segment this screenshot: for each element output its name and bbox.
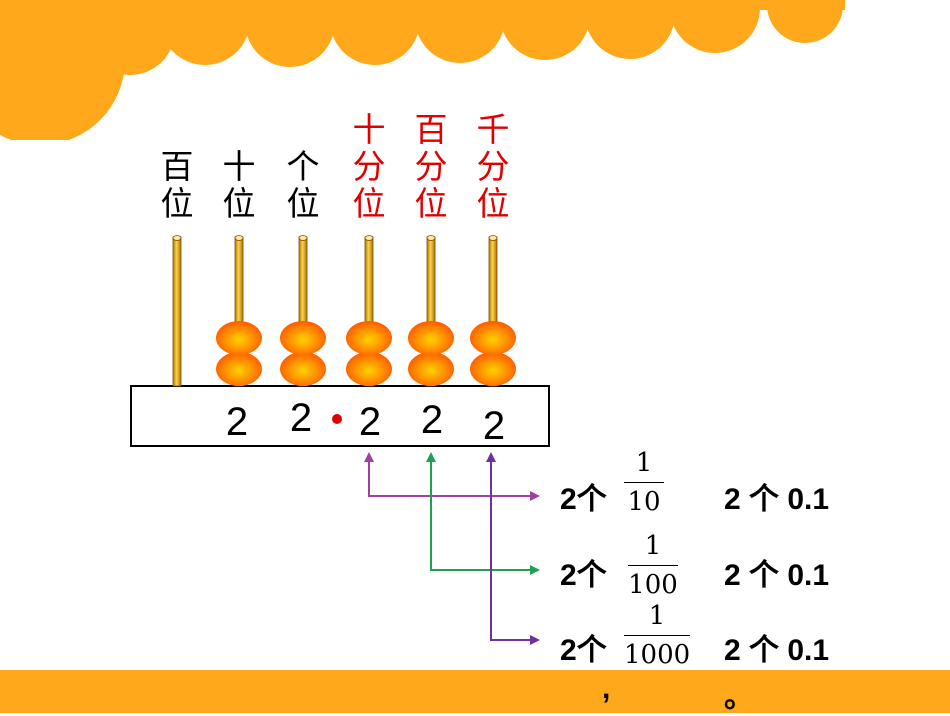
digit-hundreds: 2 [225,400,249,444]
place-label-3: 十分位 [349,111,389,222]
row2-count: 2个 [560,559,607,592]
digit-hundredths: 2 [420,398,444,442]
decimal-point [332,414,342,424]
place-label-1: 十位 [219,148,259,222]
row1-fraction: 1 10 [624,448,664,517]
rod-cap [364,235,374,241]
arrowhead-right [530,491,540,501]
place-label-5: 千分位 [473,111,513,222]
rod-cap [298,235,308,241]
place-label-4: 百分位 [411,111,451,222]
place-label-2: 个位 [283,148,323,222]
row2-decimal-text: 2 个 0.1 [724,559,830,592]
row1-count: 2个 [560,483,607,516]
row1-decimal-text: 2 个 0.1 [724,483,830,516]
arrowhead-right [530,565,540,575]
connector-arrow-3 [490,460,532,641]
place-label-char: 位 [286,184,320,223]
place-label-char: 个 [286,147,320,186]
place-label-char: 百 [414,110,448,149]
arrowhead-up [364,452,374,462]
row2-fraction: 1 100 [628,531,678,600]
rod-cap [426,235,436,241]
place-label-char: 分 [414,147,448,186]
bottom-comma: , [602,672,611,705]
place-label-char: 百 [160,147,194,186]
arrowhead-up [426,452,436,462]
bottom-period: 。 [724,681,754,714]
rod-cap [488,235,498,241]
arrowhead-right [530,635,540,645]
place-label-char: 位 [222,184,256,223]
row3-decimal-text: 2 个 0.1 [724,634,830,667]
digit-tens: 2 [289,396,313,440]
abacus-bead [280,321,326,355]
place-label-char: 位 [352,184,386,223]
abacus-bead [470,321,516,355]
abacus-rod-0 [172,236,182,387]
digit-thousandths: 2 [482,404,506,448]
cloud-header-decoration [0,0,845,140]
place-label-char: 分 [476,147,510,186]
rod-cap [234,235,244,241]
abacus-bead [280,352,326,386]
place-label-char: 位 [476,184,510,223]
rod-cap [172,235,182,241]
abacus-bead [470,352,516,386]
abacus-bead [408,352,454,386]
row3-fraction: 1 1000 [624,601,691,670]
abacus-bead [216,352,262,386]
abacus-bead [346,321,392,355]
place-label-char: 位 [160,184,194,223]
connector-arrow-2 [430,460,532,571]
row3-count: 2个 [560,634,607,667]
connector-arrow-1 [368,460,532,497]
abacus-bead [216,321,262,355]
place-label-char: 分 [352,147,386,186]
place-label-0: 百位 [157,148,197,222]
place-label-char: 十 [352,110,386,149]
place-label-char: 千 [476,110,510,149]
place-label-char: 位 [414,184,448,223]
abacus-bead [408,321,454,355]
digit-tenths: 2 [358,400,382,444]
bottom-bar-decoration [0,670,950,713]
abacus-bead [346,352,392,386]
arrowhead-up [486,452,496,462]
place-label-char: 十 [222,147,256,186]
